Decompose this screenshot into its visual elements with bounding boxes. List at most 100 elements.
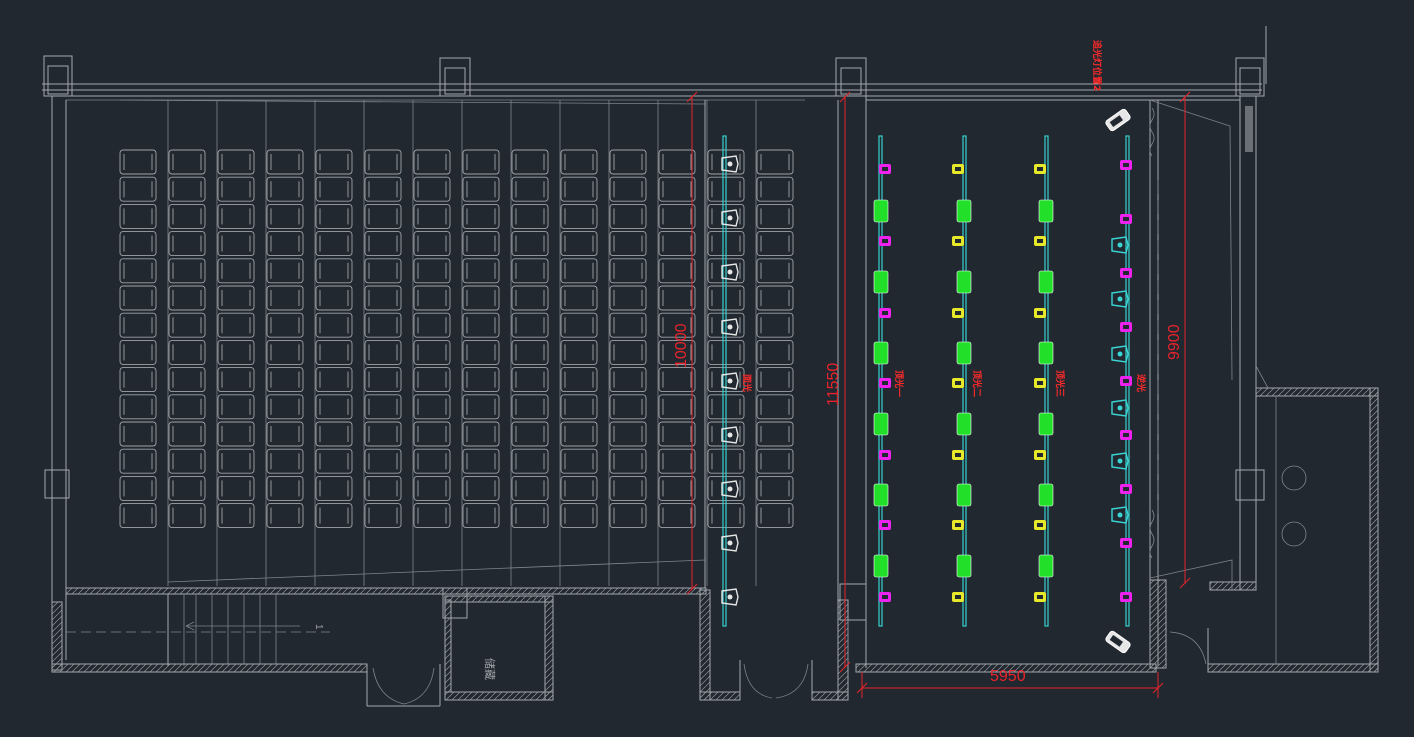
seat [511, 448, 549, 474]
seat [168, 421, 206, 447]
dimension-seating-depth: 10000 [673, 91, 698, 595]
seat [119, 421, 157, 447]
spot-magenta-fixture [879, 378, 891, 388]
led-wash-fixture [1038, 483, 1054, 507]
seat [560, 448, 598, 474]
led-wash-fixture [956, 554, 972, 578]
seat [266, 367, 304, 393]
spot-magenta-fixture [879, 308, 891, 318]
seat [217, 448, 255, 474]
back-cyan-fixture [1111, 236, 1129, 254]
seat [609, 475, 647, 501]
led-wash-fixture [1038, 341, 1054, 365]
seat [266, 231, 304, 257]
seat [315, 475, 353, 501]
seat [560, 176, 598, 202]
spot-magenta-fixture [879, 592, 891, 602]
seat [462, 421, 500, 447]
seat [560, 339, 598, 365]
seat [217, 339, 255, 365]
seat [511, 503, 549, 529]
left-wall [44, 96, 70, 672]
seat [315, 258, 353, 284]
spot-magenta-fixture [879, 236, 891, 246]
label-face-light: 面光 [741, 374, 753, 392]
seat [756, 231, 794, 257]
seat [168, 176, 206, 202]
seat [217, 367, 255, 393]
seat [364, 203, 402, 229]
dimension-stage-depth: 11550 [825, 91, 851, 673]
back-cyan-fixture [1111, 290, 1129, 308]
seat [511, 367, 549, 393]
label-top-light-2: 顶光二 [971, 370, 983, 397]
seat [609, 394, 647, 420]
led-wash-fixture [873, 554, 889, 578]
face-light-fixture [721, 426, 739, 444]
seat [217, 231, 255, 257]
seat [609, 367, 647, 393]
seat [266, 421, 304, 447]
seat [364, 285, 402, 311]
seat [266, 258, 304, 284]
seat [560, 149, 598, 175]
seat [217, 421, 255, 447]
seat [364, 475, 402, 501]
seat [413, 258, 451, 284]
seat [658, 312, 696, 338]
spot-magenta-fixture [1120, 592, 1132, 602]
seat [217, 258, 255, 284]
seat [658, 421, 696, 447]
led-wash-fixture [873, 270, 889, 294]
back-cyan-fixture [1111, 452, 1129, 470]
seat [756, 149, 794, 175]
seat [266, 312, 304, 338]
seat [413, 475, 451, 501]
seat [658, 394, 696, 420]
seat [756, 503, 794, 529]
seat [217, 203, 255, 229]
spot-magenta-fixture [1120, 322, 1132, 332]
seat [364, 448, 402, 474]
right-annex [1165, 365, 1379, 673]
seat [266, 448, 304, 474]
seat [364, 231, 402, 257]
led-wash-fixture [956, 483, 972, 507]
seat [168, 394, 206, 420]
seat [266, 176, 304, 202]
led-wash-fixture [873, 412, 889, 436]
seat [658, 176, 696, 202]
seat [756, 421, 794, 447]
seat [119, 258, 157, 284]
seat [168, 448, 206, 474]
seat [119, 285, 157, 311]
seat [168, 312, 206, 338]
seat [658, 367, 696, 393]
seat [119, 231, 157, 257]
led-wash-fixture [956, 270, 972, 294]
seat [658, 503, 696, 529]
seat [168, 475, 206, 501]
seat [119, 149, 157, 175]
seat [462, 285, 500, 311]
dim-text-9900: 9900 [1166, 324, 1183, 360]
seat [217, 394, 255, 420]
seat [168, 339, 206, 365]
seat [609, 231, 647, 257]
seat [609, 149, 647, 175]
followspot-top [1105, 108, 1131, 132]
seat [119, 203, 157, 229]
seat [217, 312, 255, 338]
seat [413, 394, 451, 420]
seat [168, 367, 206, 393]
seat [315, 394, 353, 420]
seat [315, 312, 353, 338]
seat [168, 258, 206, 284]
seat [168, 503, 206, 529]
seat [511, 203, 549, 229]
seat [756, 176, 794, 202]
face-light-fixture [721, 318, 739, 336]
seat [658, 475, 696, 501]
led-wash-fixture [873, 199, 889, 223]
